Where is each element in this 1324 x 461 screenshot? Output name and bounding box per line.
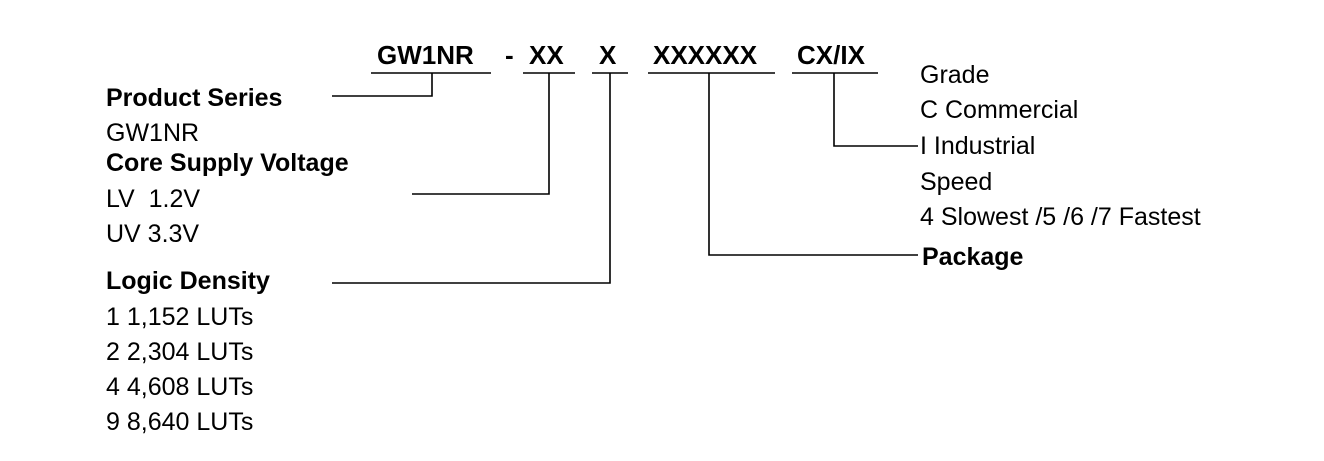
part-series-segment: GW1NR [377, 40, 474, 70]
logic-density-title: Logic Density [106, 267, 270, 295]
logic-density-option: 4 4,608 LUTs [106, 373, 254, 401]
core-supply-voltage-title: Core Supply Voltage [106, 149, 349, 177]
connector-core-supply-voltage [412, 73, 550, 195]
connector-logic-density [332, 73, 611, 284]
part-package-segment: XXXXXX [653, 40, 758, 70]
grade-option: I Industrial [920, 132, 1036, 160]
product-series-value: GW1NR [106, 119, 200, 147]
logic-density-option: 2 2,304 LUTs [106, 338, 254, 366]
connector-grade [833, 73, 918, 147]
grade-title: Grade [920, 61, 990, 89]
connector-package [708, 73, 918, 256]
core-supply-voltage-option: LV 1.2V [106, 185, 201, 213]
grade-option: C Commercial [920, 96, 1079, 124]
connector-product-series [332, 73, 433, 97]
part-density-segment: X [599, 40, 617, 70]
speed-title: Speed [920, 168, 993, 196]
core-supply-voltage-option: UV 3.3V [106, 220, 200, 248]
logic-density-option: 1 1,152 LUTs [106, 303, 254, 331]
part-dash: - [505, 40, 514, 70]
part-voltage-segment: XX [529, 40, 564, 70]
product-series-title: Product Series [106, 84, 283, 112]
logic-density-option: 9 8,640 LUTs [106, 408, 254, 436]
speed-option: 4 Slowest /5 /6 /7 Fastest [920, 203, 1201, 231]
package-title: Package [922, 243, 1024, 271]
part-grade-segment: CX/IX [797, 40, 865, 70]
